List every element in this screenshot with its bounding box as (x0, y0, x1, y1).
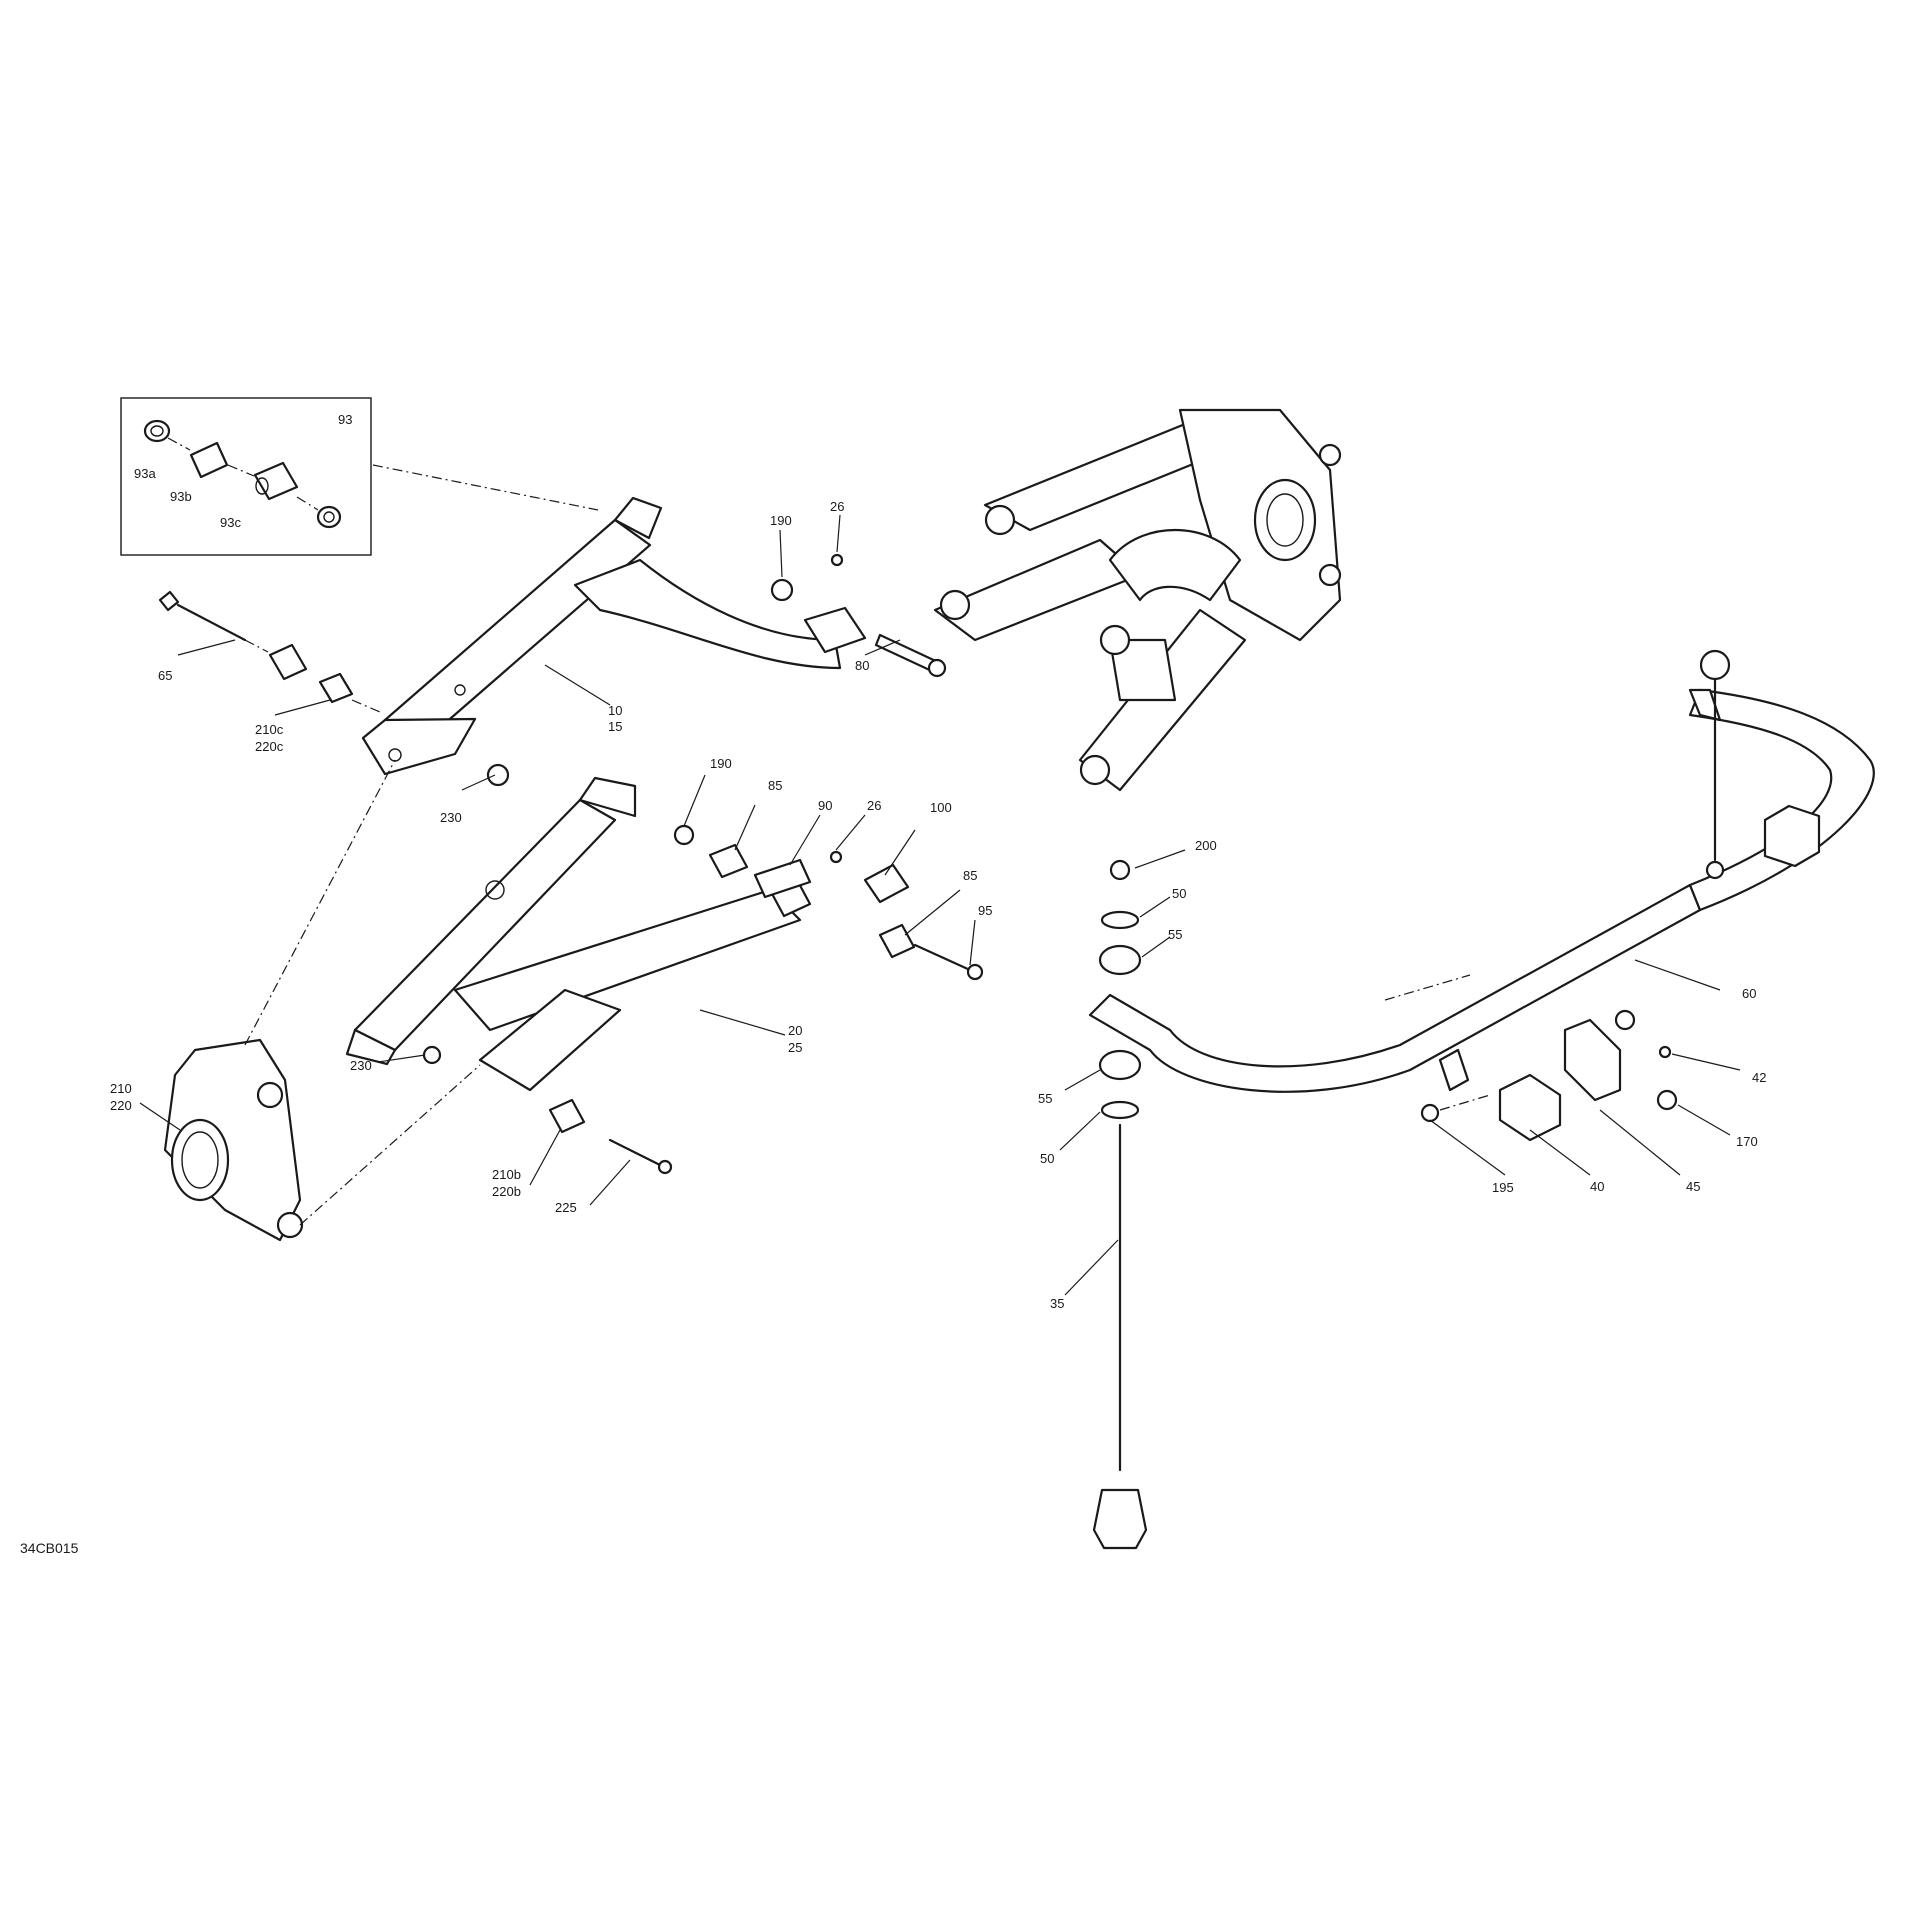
callout-labels: 93 93a 93b 93c 65 210c 220c 10 15 230 19… (110, 412, 1766, 1311)
callout-93c: 93c (220, 515, 241, 530)
callout-220: 220 (110, 1098, 132, 1113)
callout-80: 80 (855, 658, 869, 673)
callout-210: 210 (110, 1081, 132, 1096)
callout-55-upper: 55 (1168, 927, 1182, 942)
callout-170: 170 (1736, 1134, 1758, 1149)
callout-65: 65 (158, 668, 172, 683)
stabilizer-bar (1088, 649, 1875, 1093)
callout-50-upper: 50 (1172, 886, 1186, 901)
callout-230-upper: 230 (440, 810, 462, 825)
callout-90: 90 (818, 798, 832, 813)
lower-control-arm (345, 776, 812, 1092)
callout-93b: 93b (170, 489, 192, 504)
callout-60: 60 (1742, 986, 1756, 1001)
callout-225: 225 (555, 1200, 577, 1215)
lower-hardware (422, 824, 984, 1175)
callout-95: 95 (978, 903, 992, 918)
callout-26-lower: 26 (867, 798, 881, 813)
callout-195: 195 (1492, 1180, 1514, 1195)
callout-25: 25 (788, 1040, 802, 1055)
bushing-kit-box (120, 397, 372, 556)
callout-45: 45 (1686, 1179, 1700, 1194)
callout-35: 35 (1050, 1296, 1064, 1311)
callout-20: 20 (788, 1023, 802, 1038)
callout-230-lower: 230 (350, 1058, 372, 1073)
stabilizer-bushing-and-clamp (1384, 974, 1678, 1142)
callout-50-lower: 50 (1040, 1151, 1054, 1166)
callout-220c: 220c (255, 739, 284, 754)
drawing-code: 34CB015 (20, 1540, 79, 1556)
callout-220b: 220b (492, 1184, 521, 1199)
callout-leaders (139, 514, 1741, 1296)
callout-200: 200 (1195, 838, 1217, 853)
callout-40: 40 (1590, 1179, 1604, 1194)
upper-hardware (158, 553, 947, 787)
callout-10: 10 (608, 703, 622, 718)
assembled-suspension-unit (933, 408, 1342, 792)
callout-42: 42 (1752, 1070, 1766, 1085)
callout-210c: 210c (255, 722, 284, 737)
callout-210b: 210b (492, 1167, 521, 1182)
wheel-knuckle (163, 759, 481, 1242)
stabilizer-link (1092, 859, 1148, 1550)
callout-93a: 93a (134, 466, 156, 481)
callout-26-upper: 26 (830, 499, 844, 514)
upper-control-arm (361, 464, 867, 776)
callout-85-right: 85 (963, 868, 977, 883)
callout-55-lower: 55 (1038, 1091, 1052, 1106)
callout-85-left: 85 (768, 778, 782, 793)
callout-190-upper: 190 (770, 513, 792, 528)
callout-93: 93 (338, 412, 352, 427)
callout-100: 100 (930, 800, 952, 815)
callout-15: 15 (608, 719, 622, 734)
callout-190-lower: 190 (710, 756, 732, 771)
